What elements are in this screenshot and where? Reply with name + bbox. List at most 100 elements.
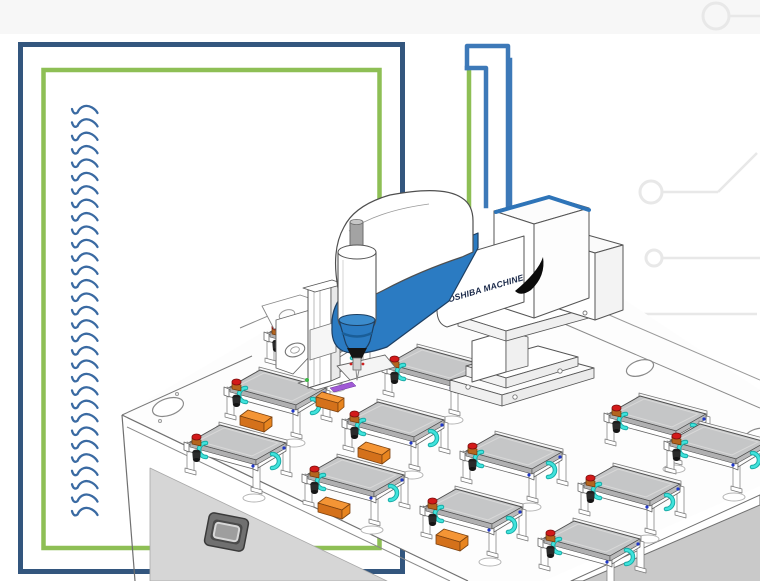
- blue-dot: [731, 463, 735, 467]
- table-oval-hole: [625, 359, 655, 377]
- blue-dot: [251, 464, 255, 468]
- circuit-node-ring: [701, 1, 731, 31]
- pallet-fixture: [301, 453, 411, 535]
- violet-accent-strip: [329, 381, 357, 393]
- blue-dot: [702, 417, 706, 421]
- squiggle-mark: [70, 359, 99, 370]
- table-back-right-edge: [559, 321, 760, 409]
- gripper-plate: [336, 354, 396, 381]
- squiggle-mark: [70, 118, 99, 128]
- squiggle-mark: [70, 439, 99, 450]
- red-button: [671, 432, 682, 440]
- red-button: [191, 433, 202, 441]
- riser-plate-right-edge: [599, 310, 760, 381]
- orange-bracket-side: [337, 397, 345, 413]
- brand-swoosh: [515, 257, 544, 294]
- orange-bracket: [357, 441, 391, 465]
- red-button: [309, 465, 320, 473]
- squiggle-mark: [70, 238, 99, 249]
- squiggle-mark: [70, 453, 99, 463]
- blue-dot: [605, 560, 609, 564]
- circuit-node-ring: [644, 248, 664, 268]
- red-button: [467, 442, 478, 450]
- red-button: [585, 474, 596, 482]
- tool-cone: [347, 348, 367, 362]
- red-button: [389, 355, 400, 363]
- orange-bracket: [239, 409, 273, 433]
- screw-hole: [512, 394, 518, 400]
- squiggle-mark: [70, 466, 99, 477]
- tool-tip: [352, 357, 362, 371]
- fixture-shadow-oval: [478, 557, 502, 567]
- table-front-left-edge: [121, 414, 469, 581]
- squiggle-mark: [70, 144, 99, 155]
- tool-needle: [355, 369, 360, 381]
- robot-joint-housing: [337, 244, 377, 334]
- table-dot: [175, 392, 179, 396]
- squiggle-mark: [70, 104, 99, 115]
- angle-plate-oval-inner: [290, 346, 300, 354]
- squiggle-mark: [70, 506, 99, 517]
- circuit-lines-decor: [615, 1, 760, 316]
- squiggle-mark: [70, 412, 99, 423]
- orange-bracket: [317, 496, 351, 520]
- table-back-left-edge: [121, 355, 253, 416]
- decor-blue-bracket-inner: [464, 65, 489, 209]
- red-button: [349, 410, 360, 418]
- tool-bell-band: [341, 331, 373, 338]
- tool-red-dot: [349, 362, 353, 366]
- squiggle-mark: [70, 479, 99, 490]
- drawer-handle: [203, 512, 250, 552]
- blue-dot: [291, 409, 295, 413]
- blue-dot: [558, 455, 562, 459]
- squiggle-mark: [70, 345, 99, 356]
- orange-bracket: [435, 528, 469, 552]
- squiggle-mark: [70, 185, 99, 195]
- pallet-fixture: [577, 462, 687, 544]
- squiggle-mark: [70, 198, 99, 209]
- green-indicator-dot: [305, 378, 309, 382]
- fixture-shadow-oval: [722, 492, 746, 502]
- screw-hole: [557, 368, 563, 374]
- squiggle-mark: [70, 305, 99, 316]
- tool-bell-top: [338, 314, 376, 326]
- fixture-shadow-oval: [242, 493, 266, 503]
- squiggle-mark: [70, 493, 99, 504]
- blue-dot: [369, 496, 373, 500]
- red-button: [545, 529, 556, 537]
- squiggle-marks: [70, 104, 99, 517]
- blue-dot: [676, 487, 680, 491]
- pallet-fixture: [663, 420, 760, 502]
- circuit-node-ring: [638, 179, 664, 205]
- table-left-corner-edge: [121, 414, 136, 581]
- squiggle-mark: [70, 171, 99, 182]
- squiggle-mark: [70, 319, 99, 329]
- blue-dot: [409, 441, 413, 445]
- squiggle-mark: [70, 265, 99, 276]
- squiggle-mark: [70, 332, 99, 343]
- pallet-fixture: [419, 485, 529, 567]
- background-top-band: [0, 0, 760, 34]
- screw-hole: [465, 384, 471, 390]
- pallet-fixture: [183, 421, 293, 503]
- blue-dot: [645, 505, 649, 509]
- blue-dot: [487, 528, 491, 532]
- squiggle-mark: [70, 372, 99, 383]
- squiggle-mark: [70, 225, 99, 236]
- squiggle-mark: [70, 399, 99, 410]
- blue-dot: [440, 423, 444, 427]
- circuit-line: [717, 152, 758, 193]
- table-slab-lower-line: [126, 426, 451, 581]
- table-dot: [158, 419, 162, 423]
- base-box-blue-trim: [494, 195, 591, 214]
- squiggle-mark: [70, 131, 99, 142]
- tool-head: [338, 314, 376, 381]
- pallet-fixture: [459, 430, 569, 512]
- scara-robot: TOSHIBA MACHINE: [331, 190, 624, 407]
- squiggle-mark: [70, 386, 99, 396]
- table-oval-hole: [151, 396, 185, 418]
- tower-carriage: [309, 321, 337, 361]
- squiggle-mark: [70, 158, 99, 169]
- pallet-fixture: [537, 517, 647, 581]
